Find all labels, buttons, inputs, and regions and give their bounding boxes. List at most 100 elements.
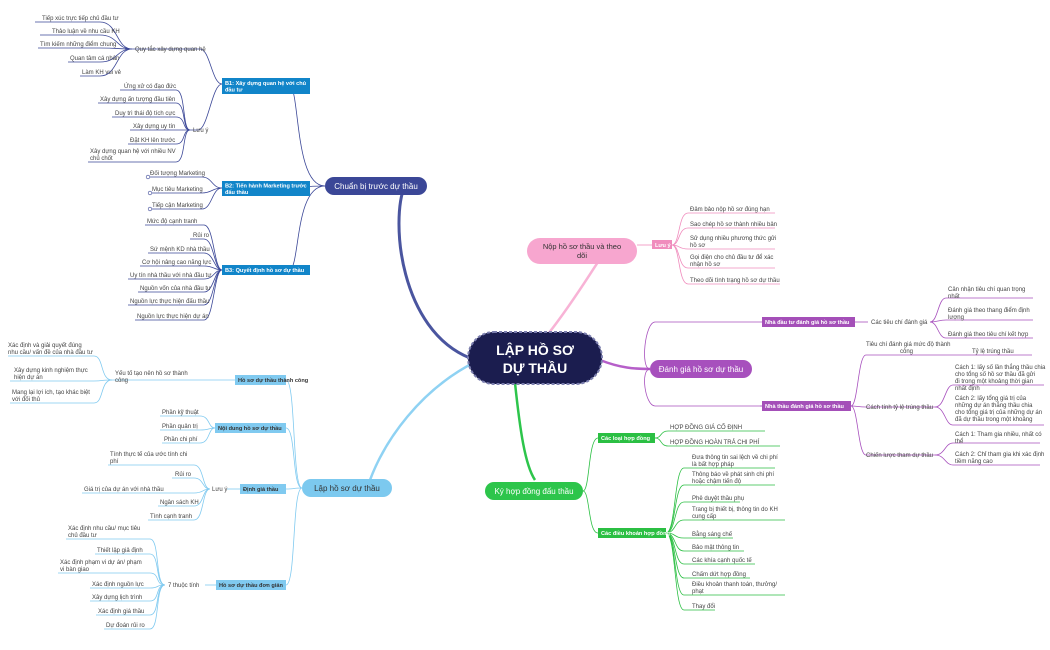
- criteria-item: Đánh giá theo thang điểm định: [948, 307, 1030, 314]
- contract-node[interactable]: [485, 482, 583, 500]
- simple-node[interactable]: Hồ sơ dự thầu đơn giản: [216, 580, 286, 590]
- submit-node[interactable]: [527, 238, 637, 264]
- prepare-connectors: [8, 355, 303, 630]
- investor-eval-node[interactable]: Nhà đầu tư đánh giá hồ sơ thầu: [762, 317, 855, 327]
- b2-item: Mục tiêu Marketing: [152, 187, 203, 193]
- submit-connectors: [637, 212, 780, 285]
- submit-title: Nộp hồ sơ thầu và theo: [543, 242, 621, 251]
- collapse-dot[interactable]: [147, 206, 153, 212]
- strategy-item: tiềm năng cao: [955, 459, 993, 465]
- eval-branch[interactable]: Đánh giá hồ sơ dự thầu: [650, 360, 752, 378]
- price-item: Giá trị của dự án với nhà thầu: [84, 486, 164, 493]
- strategy-title: Chiến lược tham dự thầu: [866, 453, 933, 459]
- calc-title: Cách tính tỷ lệ trúng thầu: [866, 404, 933, 411]
- factor-item: nhu cầu/ vấn đề của nhà đầu tư: [8, 349, 93, 356]
- contract-terms-node[interactable]: Các điều khoản hợp đồng: [598, 528, 671, 538]
- calc-item: đi trong một khoảng thời gian: [955, 379, 1033, 385]
- prep-node[interactable]: [325, 177, 427, 195]
- content-label: Nội dung hồ sơ dự thầu: [218, 426, 282, 432]
- submit-note-label: Lưu ý: [655, 243, 671, 249]
- calc-item: cho tổng số hồ sơ thầu đã gửi: [955, 371, 1035, 378]
- b1-node[interactable]: B1: Xây dựng quan hệ với chủ đầu tư: [222, 78, 310, 94]
- contract-type-item: HỢP ĐỒNG HOÀN TRẢ CHI PHÍ: [670, 439, 760, 446]
- seven-title: 7 thuộc tính: [168, 583, 199, 589]
- strategy-item: Cách 2: Chỉ tham gia khi xác định: [955, 451, 1044, 458]
- b2-label: đấu thầu: [225, 189, 249, 196]
- rule-item: Làm KH vui vẻ: [82, 70, 122, 76]
- success-label: Hồ sơ dự thầu thành công: [238, 378, 309, 384]
- price-node[interactable]: Định giá thầu: [240, 484, 286, 494]
- note-item: Đặt KH lên trước: [130, 138, 175, 144]
- content-node[interactable]: Nội dung hồ sơ dự thầu: [215, 423, 286, 433]
- prepare-node[interactable]: [302, 479, 392, 497]
- contractor-eval-node[interactable]: Nhà thầu đánh giá hồ sơ thầu: [762, 401, 851, 411]
- submit-item: Sử dụng nhiều phương thức gửi: [690, 235, 776, 242]
- root-node[interactable]: LẬP HỒ SƠ DỰ THẦU: [467, 331, 603, 385]
- rules-title: Quy tắc xây dựng quan hệ: [135, 46, 206, 53]
- contract-title: Ký hợp đồng đấu thầu: [494, 487, 573, 496]
- branch-line-prep: [397, 184, 471, 360]
- notes-title: Lưu ý: [193, 128, 208, 134]
- investor-eval-label: Nhà đầu tư đánh giá hồ sơ thầu: [765, 320, 850, 326]
- contract-types-node[interactable]: Các loại hợp đồng: [598, 433, 655, 443]
- simple-item: Thiết lập giả định: [97, 548, 143, 554]
- b3-item: Cơ hội nâng cao năng lực: [142, 260, 211, 266]
- note-item: Ứng xử có đạo đức: [124, 83, 176, 90]
- contract-connectors: [582, 430, 785, 611]
- simple-item: Xác định nhu cầu/ mục tiêu: [68, 526, 140, 532]
- b3-node[interactable]: B3: Quyết định hồ sơ dự thầu: [222, 265, 310, 275]
- simple-label: Hồ sơ dự thầu đơn giản: [219, 583, 283, 589]
- contract-terms-label: Các điều khoản hợp đồng: [601, 531, 671, 537]
- criteria-item: lượng: [948, 315, 964, 321]
- submit-note-node[interactable]: Lưu ý: [652, 240, 672, 249]
- factor-title: Yếu tố tạo nên hồ sơ thành: [115, 371, 188, 377]
- prep-branch[interactable]: Chuẩn bị trước dự thầu: [325, 177, 427, 195]
- criteria-item: Cân nhận tiêu chí quan trọng: [948, 287, 1025, 293]
- content-item: Phần kỹ thuật: [162, 410, 199, 416]
- submit-item: Sao chép hồ sơ thành nhiều bản: [690, 222, 777, 228]
- b3-item: Sứ mệnh KD nhà thầu: [150, 247, 210, 253]
- rule-item: Tìm kiếm những điểm chung: [40, 41, 116, 48]
- b1-label: đầu tư: [225, 88, 243, 94]
- collapse-dot[interactable]: [147, 190, 153, 196]
- simple-item: Xây dựng lịch trình: [92, 595, 142, 601]
- submit-title: dõi: [577, 251, 587, 260]
- contract-term: hoặc chậm tiến độ: [692, 479, 742, 485]
- contract-term: là bất hợp pháp: [692, 462, 735, 468]
- calc-item: Cách 1: lấy số lần thắng thầu chia: [955, 364, 1046, 371]
- prep-connectors: [35, 21, 326, 321]
- b2-node[interactable]: B2: Tiến hành Marketing trước đấu thầu: [222, 181, 310, 196]
- prepare-branch[interactable]: Lập hồ sơ dự thầu: [302, 479, 392, 497]
- calc-item: Cách 2: lấy tổng giá trị của: [955, 395, 1027, 402]
- success-node[interactable]: Hồ sơ dự thầu thành công: [235, 375, 309, 385]
- factor-title: công: [115, 378, 128, 384]
- criteria-item: nhất: [948, 294, 960, 300]
- factor-item: Mang lại lợi ích, tạo khác biệt: [12, 390, 90, 396]
- content-item: Phần quản trị: [162, 424, 198, 430]
- contract-branch[interactable]: Ký hợp đồng đấu thầu: [485, 482, 583, 500]
- branch-line-prepare: [368, 360, 476, 481]
- contract-types-label: Các loại hợp đồng: [601, 436, 651, 442]
- note-item: Xây dựng quan hệ với nhiều NV: [90, 149, 176, 155]
- b3-item: Nguồn vốn của nhà đầu tư: [140, 285, 211, 292]
- content-item: Phần chi phí: [164, 437, 198, 443]
- contract-term: Thay đổi: [692, 603, 715, 610]
- eval-connectors: [644, 297, 1044, 466]
- simple-item: chủ đầu tư: [68, 532, 97, 539]
- eval-title: Đánh giá hồ sơ dự thầu: [659, 365, 743, 374]
- contract-term: Thông báo về phát sinh chi phí: [692, 472, 774, 478]
- b3-item: Rủi ro: [193, 232, 210, 239]
- collapse-dot[interactable]: [145, 174, 151, 180]
- b3-item: Mức độ cạnh tranh: [147, 219, 197, 225]
- note-item: Duy trì thái độ tích cực: [115, 111, 175, 117]
- factor-item: hiện dự án: [14, 375, 43, 381]
- simple-item: Xác định giá thầu: [98, 609, 144, 615]
- b2-item: Tiếp cận Marketing: [152, 203, 203, 209]
- contract-type-item: HỢP ĐỒNG GIÁ CỐ ĐỊNH: [670, 424, 742, 431]
- b3-item: Nguồn lực thực hiện đấu thầu: [130, 299, 209, 305]
- b3-label: B3: Quyết định hồ sơ dự thầu: [225, 267, 305, 274]
- level-title: Tiêu chí đánh giá mức độ thành: [866, 342, 951, 348]
- eval-node[interactable]: [650, 360, 752, 378]
- submit-branch[interactable]: Nộp hồ sơ thầu và theo dõi: [527, 238, 637, 264]
